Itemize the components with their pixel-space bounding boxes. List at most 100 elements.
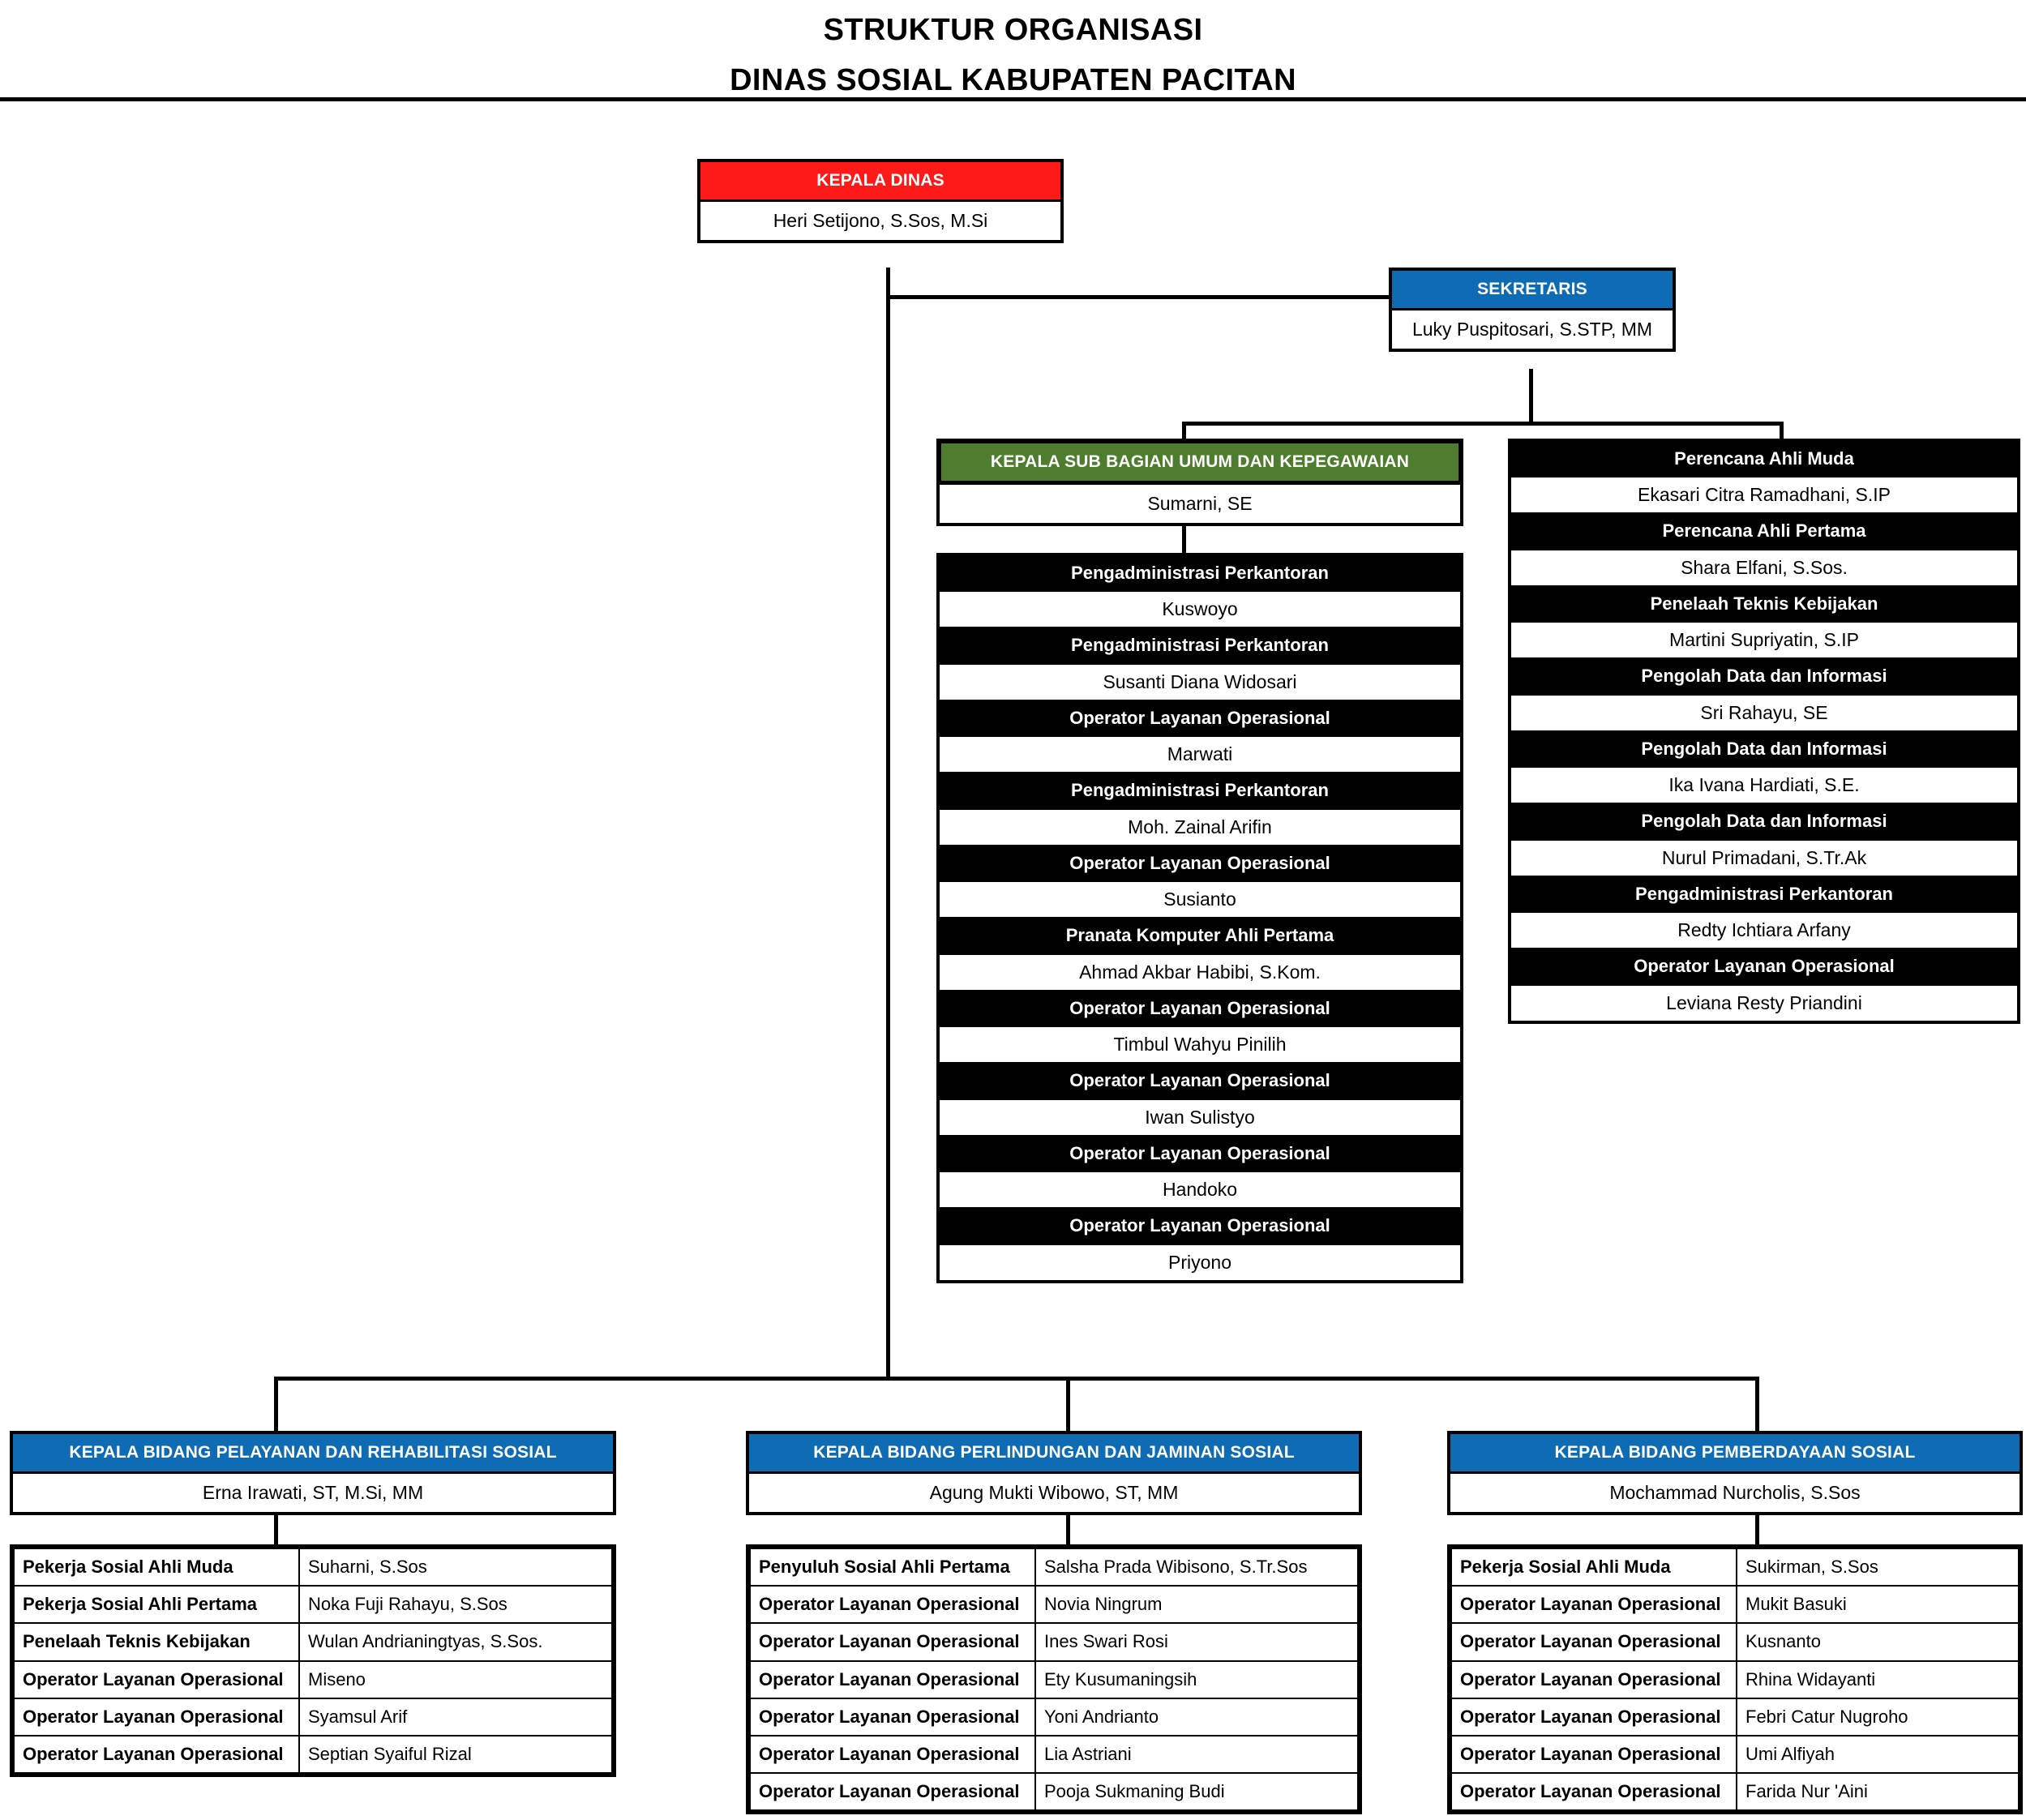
subbag-staff-item-name: Priyono <box>940 1243 1460 1280</box>
subbag-staff-item-title: Operator Layanan Operasional <box>940 1136 1460 1171</box>
node-subbag-umum[interactable]: KEPALA SUB BAGIAN UMUM DAN KEPEGAWAIAN S… <box>936 439 1463 526</box>
staff-name-cell: Rhina Widayanti <box>1736 1659 2020 1699</box>
staff-position-cell: Operator Layanan Operasional <box>749 1659 1036 1699</box>
subbag-staff-item-title: Operator Layanan Operasional <box>940 1064 1460 1098</box>
staff-name-cell: Pooja Sukmaning Budi <box>1034 1772 1359 1812</box>
node-bidang-pemberdayaan[interactable]: KEPALA BIDANG PEMBERDAYAAN SOSIAL Mocham… <box>1447 1431 2023 1515</box>
staff-position-cell: Operator Layanan Operasional <box>749 1772 1036 1812</box>
subbag-staff-item-title: Pengadministrasi Perkantoran <box>940 628 1460 663</box>
connector-bidang1-to-table <box>274 1498 278 1548</box>
staff-position-cell: Operator Layanan Operasional <box>13 1734 300 1775</box>
bidang-2-name: Agung Mukti Wibowo, ST, MM <box>749 1471 1359 1512</box>
staff-position-cell: Pekerja Sosial Ahli Muda <box>13 1547 300 1587</box>
node-bidang-perlindungan-jaminan[interactable]: KEPALA BIDANG PERLINDUNGAN DAN JAMINAN S… <box>746 1431 1362 1515</box>
kepala-dinas-header: KEPALA DINAS <box>700 162 1060 200</box>
bidang-3-header: KEPALA BIDANG PEMBERDAYAAN SOSIAL <box>1450 1434 2020 1472</box>
staff-position-cell: Penyuluh Sosial Ahli Pertama <box>749 1547 1036 1587</box>
staff-name-cell: Wulan Andrianingtyas, S.Sos. <box>298 1622 613 1662</box>
staff-position-cell: Operator Layanan Operasional <box>1450 1734 1737 1775</box>
staff-name-cell: Kusnanto <box>1736 1622 2020 1662</box>
staff-position-cell: Operator Layanan Operasional <box>1450 1772 1737 1812</box>
kepala-dinas-name: Heri Setijono, S.Sos, M.Si <box>700 199 1060 240</box>
subbag-staff-item-title: Pengadministrasi Perkantoran <box>940 773 1460 808</box>
perencana-staff-item-title: Pengolah Data dan Informasi <box>1511 659 2017 694</box>
perencana-staff-item-name: Sri Rahayu, SE <box>1511 693 2017 732</box>
subbag-staff-item-title: Operator Layanan Operasional <box>940 991 1460 1026</box>
perencana-staff-item-title: Perencana Ahli Muda <box>1511 442 2017 477</box>
staff-position-cell: Penelaah Teknis Kebijakan <box>13 1622 300 1662</box>
perencana-staff-item-name: Redty Ichtiara Arfany <box>1511 911 2017 950</box>
staff-name-cell: Febri Catur Nugroho <box>1736 1697 2020 1736</box>
bidang-1-name: Erna Irawati, ST, M.Si, MM <box>13 1471 613 1512</box>
staff-name-cell: Lia Astriani <box>1034 1734 1359 1775</box>
staff-name-cell: Novia Ningrum <box>1034 1585 1359 1625</box>
node-kepala-dinas[interactable]: KEPALA DINAS Heri Setijono, S.Sos, M.Si <box>697 159 1064 243</box>
perencana-staff-item-title: Penelaah Teknis Kebijakan <box>1511 586 2017 622</box>
subbag-staff-item-name: Moh. Zainal Arifin <box>940 807 1460 846</box>
staff-name-cell: Ety Kusumaningsih <box>1034 1659 1359 1699</box>
perencana-staff-item-title: Pengolah Data dan Informasi <box>1511 731 2017 767</box>
subbag-staff-item-name: Ahmad Akbar Habibi, S.Kom. <box>940 953 1460 991</box>
subbag-umum-header: KEPALA SUB BAGIAN UMUM DAN KEPEGAWAIAN <box>940 442 1460 483</box>
connector-bidang-drop-1 <box>274 1377 278 1433</box>
perencana-staff-item-title: Pengolah Data dan Informasi <box>1511 804 2017 839</box>
connector-bus-to-subbag <box>1182 422 1186 444</box>
connector-kepala-to-sekretaris <box>886 295 1389 299</box>
subbag-staff-item-title: Pranata Komputer Ahli Pertama <box>940 919 1460 953</box>
staff-position-cell: Operator Layanan Operasional <box>749 1697 1036 1736</box>
perencana-staff-item-title: Pengadministrasi Perkantoran <box>1511 876 2017 912</box>
perencana-staff-item-name: Nurul Primadani, S.Tr.Ak <box>1511 838 2017 877</box>
node-bidang-pelayanan-rehabilitasi[interactable]: KEPALA BIDANG PELAYANAN DAN REHABILITASI… <box>10 1431 616 1515</box>
staff-position-cell: Operator Layanan Operasional <box>749 1622 1036 1662</box>
staff-name-cell: Umi Alfiyah <box>1736 1734 2020 1775</box>
staff-name-cell: Miseno <box>298 1659 613 1699</box>
subbag-umum-name: Sumarni, SE <box>940 482 1460 523</box>
page-title: STRUKTUR ORGANISASI DINAS SOSIAL KABUPAT… <box>0 0 2026 100</box>
staff-position-cell: Operator Layanan Operasional <box>1450 1622 1737 1662</box>
staff-position-cell: Pekerja Sosial Ahli Muda <box>1450 1547 1737 1587</box>
sekretaris-name: Luky Puspitosari, S.STP, MM <box>1392 308 1673 349</box>
perencana-staff-item-name: Martini Supriyatin, S.IP <box>1511 621 2017 660</box>
staff-position-cell: Operator Layanan Operasional <box>1450 1659 1737 1699</box>
perencana-staff-item-title: Operator Layanan Operasional <box>1511 949 2017 984</box>
connector-bidang2-to-table <box>1066 1498 1070 1548</box>
subbag-staff-item-name: Kuswoyo <box>940 590 1460 629</box>
perencana-staff-item-name: Leviana Resty Priandini <box>1511 983 2017 1021</box>
subbag-staff-item-name: Timbul Wahyu Pinilih <box>940 1026 1460 1064</box>
staff-name-cell: Salsha Prada Wibisono, S.Tr.Sos <box>1034 1547 1359 1587</box>
staff-position-cell: Operator Layanan Operasional <box>749 1734 1036 1775</box>
staff-name-cell: Sukirman, S.Sos <box>1736 1547 2020 1587</box>
perencana-staff-item-name: Shara Elfani, S.Sos. <box>1511 548 2017 587</box>
bidang-3-name: Mochammad Nurcholis, S.Sos <box>1450 1471 2020 1512</box>
sekretaris-header: SEKRETARIS <box>1392 271 1673 309</box>
node-sekretaris[interactable]: SEKRETARIS Luky Puspitosari, S.STP, MM <box>1389 268 1676 352</box>
title-line-1: STRUKTUR ORGANISASI <box>823 13 1203 47</box>
bidang-2-header: KEPALA BIDANG PERLINDUNGAN DAN JAMINAN S… <box>749 1434 1359 1472</box>
subbag-staff-item-name: Iwan Sulistyo <box>940 1098 1460 1137</box>
staff-name-cell: Septian Syaiful Rizal <box>298 1734 613 1775</box>
staff-position-cell: Pekerja Sosial Ahli Pertama <box>13 1585 300 1625</box>
connector-sekretaris-bus <box>1182 422 1784 426</box>
connector-bidang3-to-table <box>1755 1498 1759 1548</box>
staff-name-cell: Farida Nur 'Aini <box>1736 1772 2020 1812</box>
subbag-staff-item-name: Susianto <box>940 880 1460 919</box>
perencana-staff-item-name: Ekasari Citra Ramadhani, S.IP <box>1511 476 2017 515</box>
staff-position-cell: Operator Layanan Operasional <box>13 1697 300 1736</box>
staff-position-cell: Operator Layanan Operasional <box>13 1659 300 1699</box>
staff-name-cell: Ines Swari Rosi <box>1034 1622 1359 1662</box>
connector-bidang-drop-3 <box>1755 1377 1759 1433</box>
